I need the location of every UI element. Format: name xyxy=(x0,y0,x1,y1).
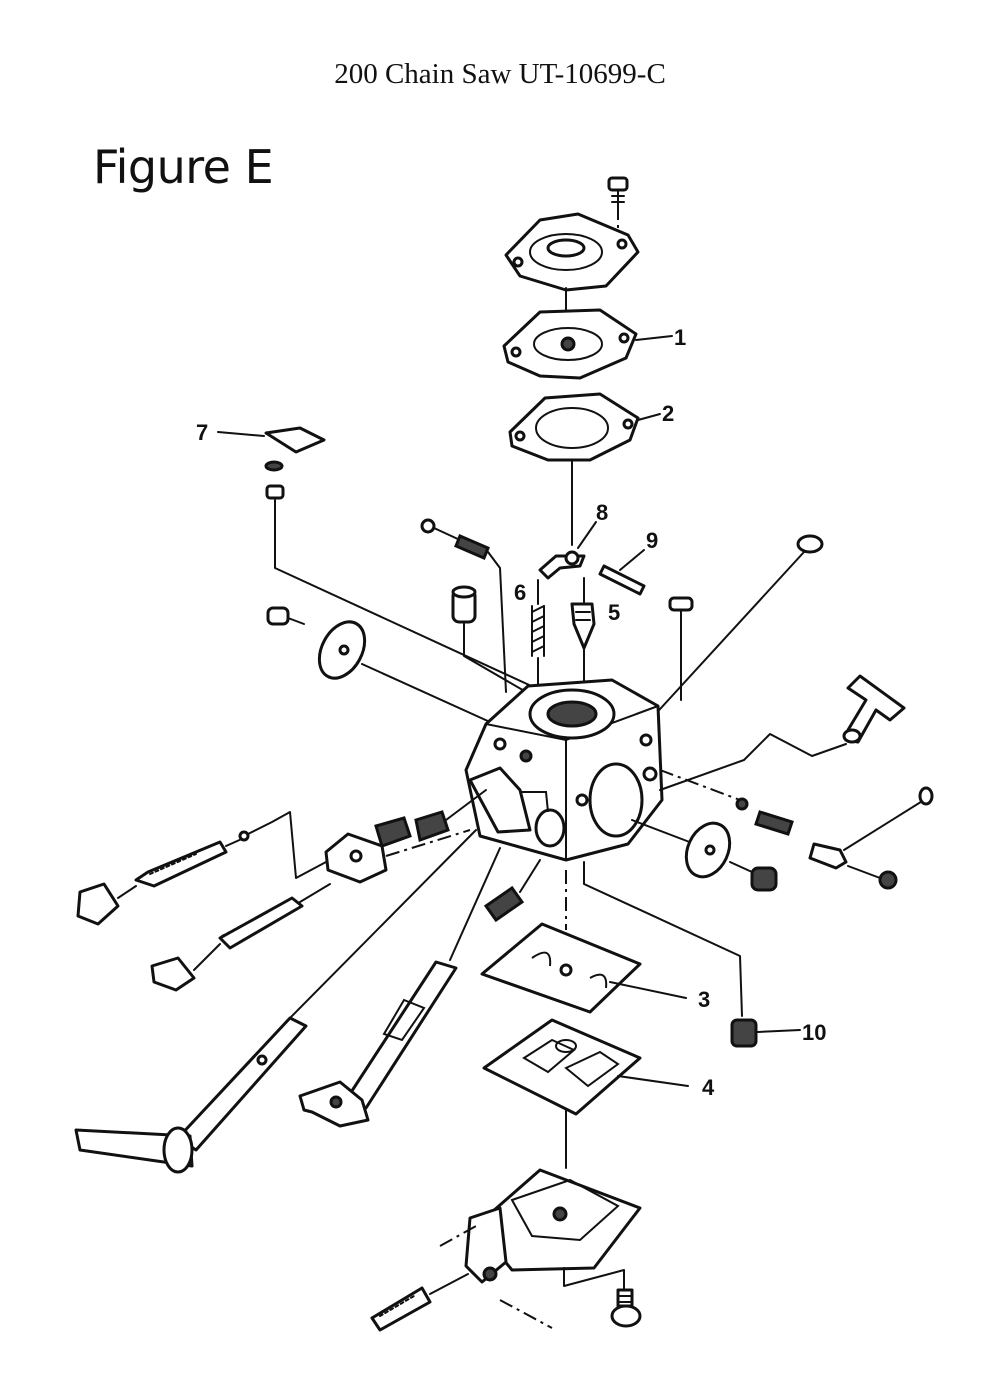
low-speed-needle xyxy=(150,883,331,992)
metering-spring xyxy=(483,859,541,923)
choke-plate xyxy=(317,620,491,723)
right-needle-assembly xyxy=(659,769,934,890)
metering-diaphragm-part-3 xyxy=(480,870,687,1014)
needle-bracket xyxy=(324,829,471,884)
pump-diaphragm-part-1 xyxy=(502,308,673,380)
callout-3: 3 xyxy=(698,987,710,1012)
pin-part-9 xyxy=(598,549,646,596)
plug-part-10 xyxy=(583,861,801,1048)
idle-screw xyxy=(420,518,507,693)
callout-6: 6 xyxy=(514,580,526,605)
callout-9: 9 xyxy=(646,528,658,553)
throttle-plate xyxy=(631,819,778,892)
callout-1: 1 xyxy=(674,325,686,350)
callout-4: 4 xyxy=(702,1075,715,1100)
pump-gasket-part-2 xyxy=(508,392,661,462)
lever-part-7 xyxy=(217,426,541,691)
choke-screw xyxy=(266,606,305,626)
throttle-shaft xyxy=(74,829,477,1174)
choke-shaft xyxy=(298,847,501,1128)
throttle-screw xyxy=(668,596,694,701)
top-screw xyxy=(607,176,629,207)
metering-cover xyxy=(439,1109,642,1284)
callout-2: 2 xyxy=(662,401,674,426)
callout-5: 5 xyxy=(608,600,620,625)
bottom-cover-screw xyxy=(563,1267,642,1328)
document-title: 200 Chain Saw UT-10699-C xyxy=(334,58,666,90)
callout-7: 7 xyxy=(196,420,208,445)
figure-label: Figure E xyxy=(93,140,274,194)
callout-10: 10 xyxy=(802,1020,826,1045)
screw-washer xyxy=(649,534,824,721)
carburetor-body xyxy=(464,678,664,862)
bottom-needle xyxy=(370,1273,553,1332)
callout-8: 8 xyxy=(596,500,608,525)
high-speed-needle xyxy=(76,811,327,926)
inlet-needle-part-5 xyxy=(570,577,596,687)
inlet-lever-part-8 xyxy=(538,521,597,580)
fuel-elbow xyxy=(659,674,906,791)
spring-pair xyxy=(374,789,487,848)
welch-plug xyxy=(451,585,541,701)
spring-part-6 xyxy=(531,579,545,691)
pump-cover xyxy=(504,212,640,292)
metering-gasket-part-4 xyxy=(482,1018,689,1116)
